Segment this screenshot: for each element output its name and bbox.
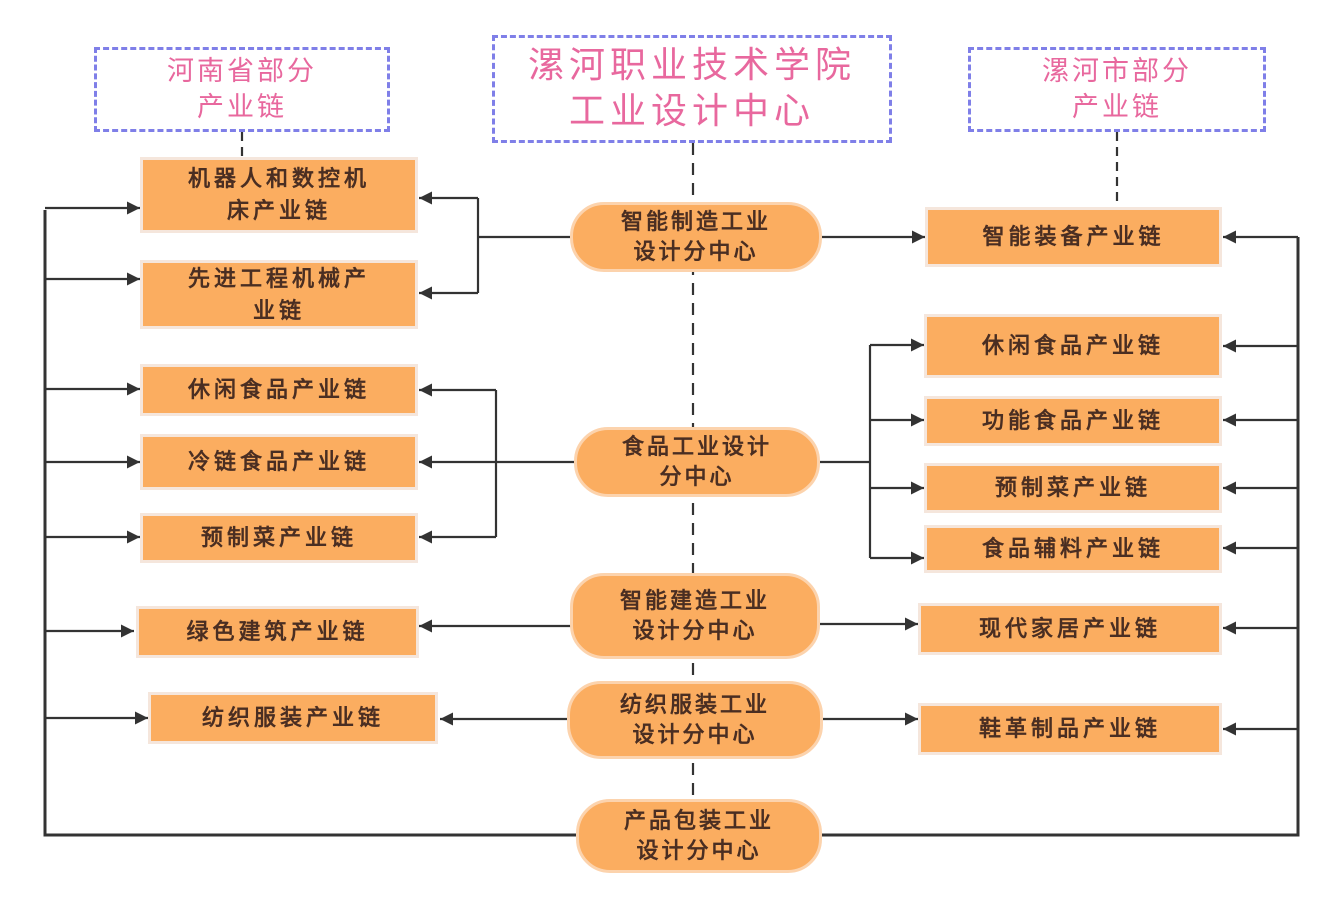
chain-label: 绿色建筑产业链 [186,619,369,645]
henan-chain-green-building[interactable]: 绿色建筑产业链 [136,606,419,658]
center-packaging[interactable]: 产品包装工业 设计分中心 [576,799,822,873]
henan-chain-engineering-machinery[interactable]: 先进工程机械产 业链 [140,260,418,329]
luohe-header: 漯河市部分 产业链 [968,47,1266,132]
luohe-chain-food-auxiliary[interactable]: 食品辅料产业链 [924,525,1222,573]
luohe-chain-snack-food[interactable]: 休闲食品产业链 [924,314,1222,378]
chain-label: 先进工程机械产 业链 [187,265,370,324]
chain-label: 机器人和数控机 床产业链 [187,166,370,224]
chain-label: 休闲食品产业链 [187,377,370,403]
luohe-chain-leather-shoes[interactable]: 鞋革制品产业链 [918,703,1222,755]
chain-label: 预制菜产业链 [994,475,1151,501]
center-label: 纺织服装工业 设计分中心 [619,692,770,748]
chain-label: 纺织服装产业链 [201,705,384,731]
chain-label: 鞋革制品产业链 [978,716,1161,742]
chain-label: 现代家居产业链 [978,616,1161,642]
center-label: 智能制造工业 设计分中心 [620,209,771,265]
college-header-label: 漯河职业技术学院 工业设计中心 [527,45,856,132]
packaging-left-bus [43,210,578,837]
center-label: 智能建造工业 设计分中心 [619,588,770,644]
center-smart-construction[interactable]: 智能建造工业 设计分中心 [570,573,820,659]
henan-chain-snack-food[interactable]: 休闲食品产业链 [140,364,418,416]
chain-label: 预制菜产业链 [200,525,357,551]
center-label: 食品工业设计 分中心 [621,434,772,490]
chain-label: 食品辅料产业链 [981,536,1164,562]
luohe-chain-prepared-food[interactable]: 预制菜产业链 [924,463,1222,513]
center-food[interactable]: 食品工业设计 分中心 [574,427,820,497]
luohe-chain-modern-home[interactable]: 现代家居产业链 [918,603,1222,655]
chain-label: 休闲食品产业链 [981,333,1164,359]
packaging-right-bus [818,237,1300,837]
henan-chain-textile-apparel[interactable]: 纺织服装产业链 [148,692,438,744]
center-textile[interactable]: 纺织服装工业 设计分中心 [567,681,823,759]
henan-header-label: 河南省部分 产业链 [167,55,317,123]
college-header: 漯河职业技术学院 工业设计中心 [492,35,892,143]
chain-label: 智能装备产业链 [982,224,1165,250]
chain-label: 冷链食品产业链 [187,449,370,475]
henan-chain-cold-chain-food[interactable]: 冷链食品产业链 [140,434,418,490]
henan-chain-prepared-food[interactable]: 预制菜产业链 [140,513,418,563]
chain-label: 功能食品产业链 [981,408,1164,434]
center-label: 产品包装工业 设计分中心 [623,808,774,864]
center-smart-manufacturing[interactable]: 智能制造工业 设计分中心 [570,202,822,272]
luohe-chain-functional-food[interactable]: 功能食品产业链 [924,396,1222,446]
luohe-chain-smart-equipment[interactable]: 智能装备产业链 [925,207,1222,267]
henan-header: 河南省部分 产业链 [94,47,390,132]
luohe-header-label: 漯河市部分 产业链 [1042,55,1192,123]
henan-chain-robot-cnc[interactable]: 机器人和数控机 床产业链 [140,157,418,233]
